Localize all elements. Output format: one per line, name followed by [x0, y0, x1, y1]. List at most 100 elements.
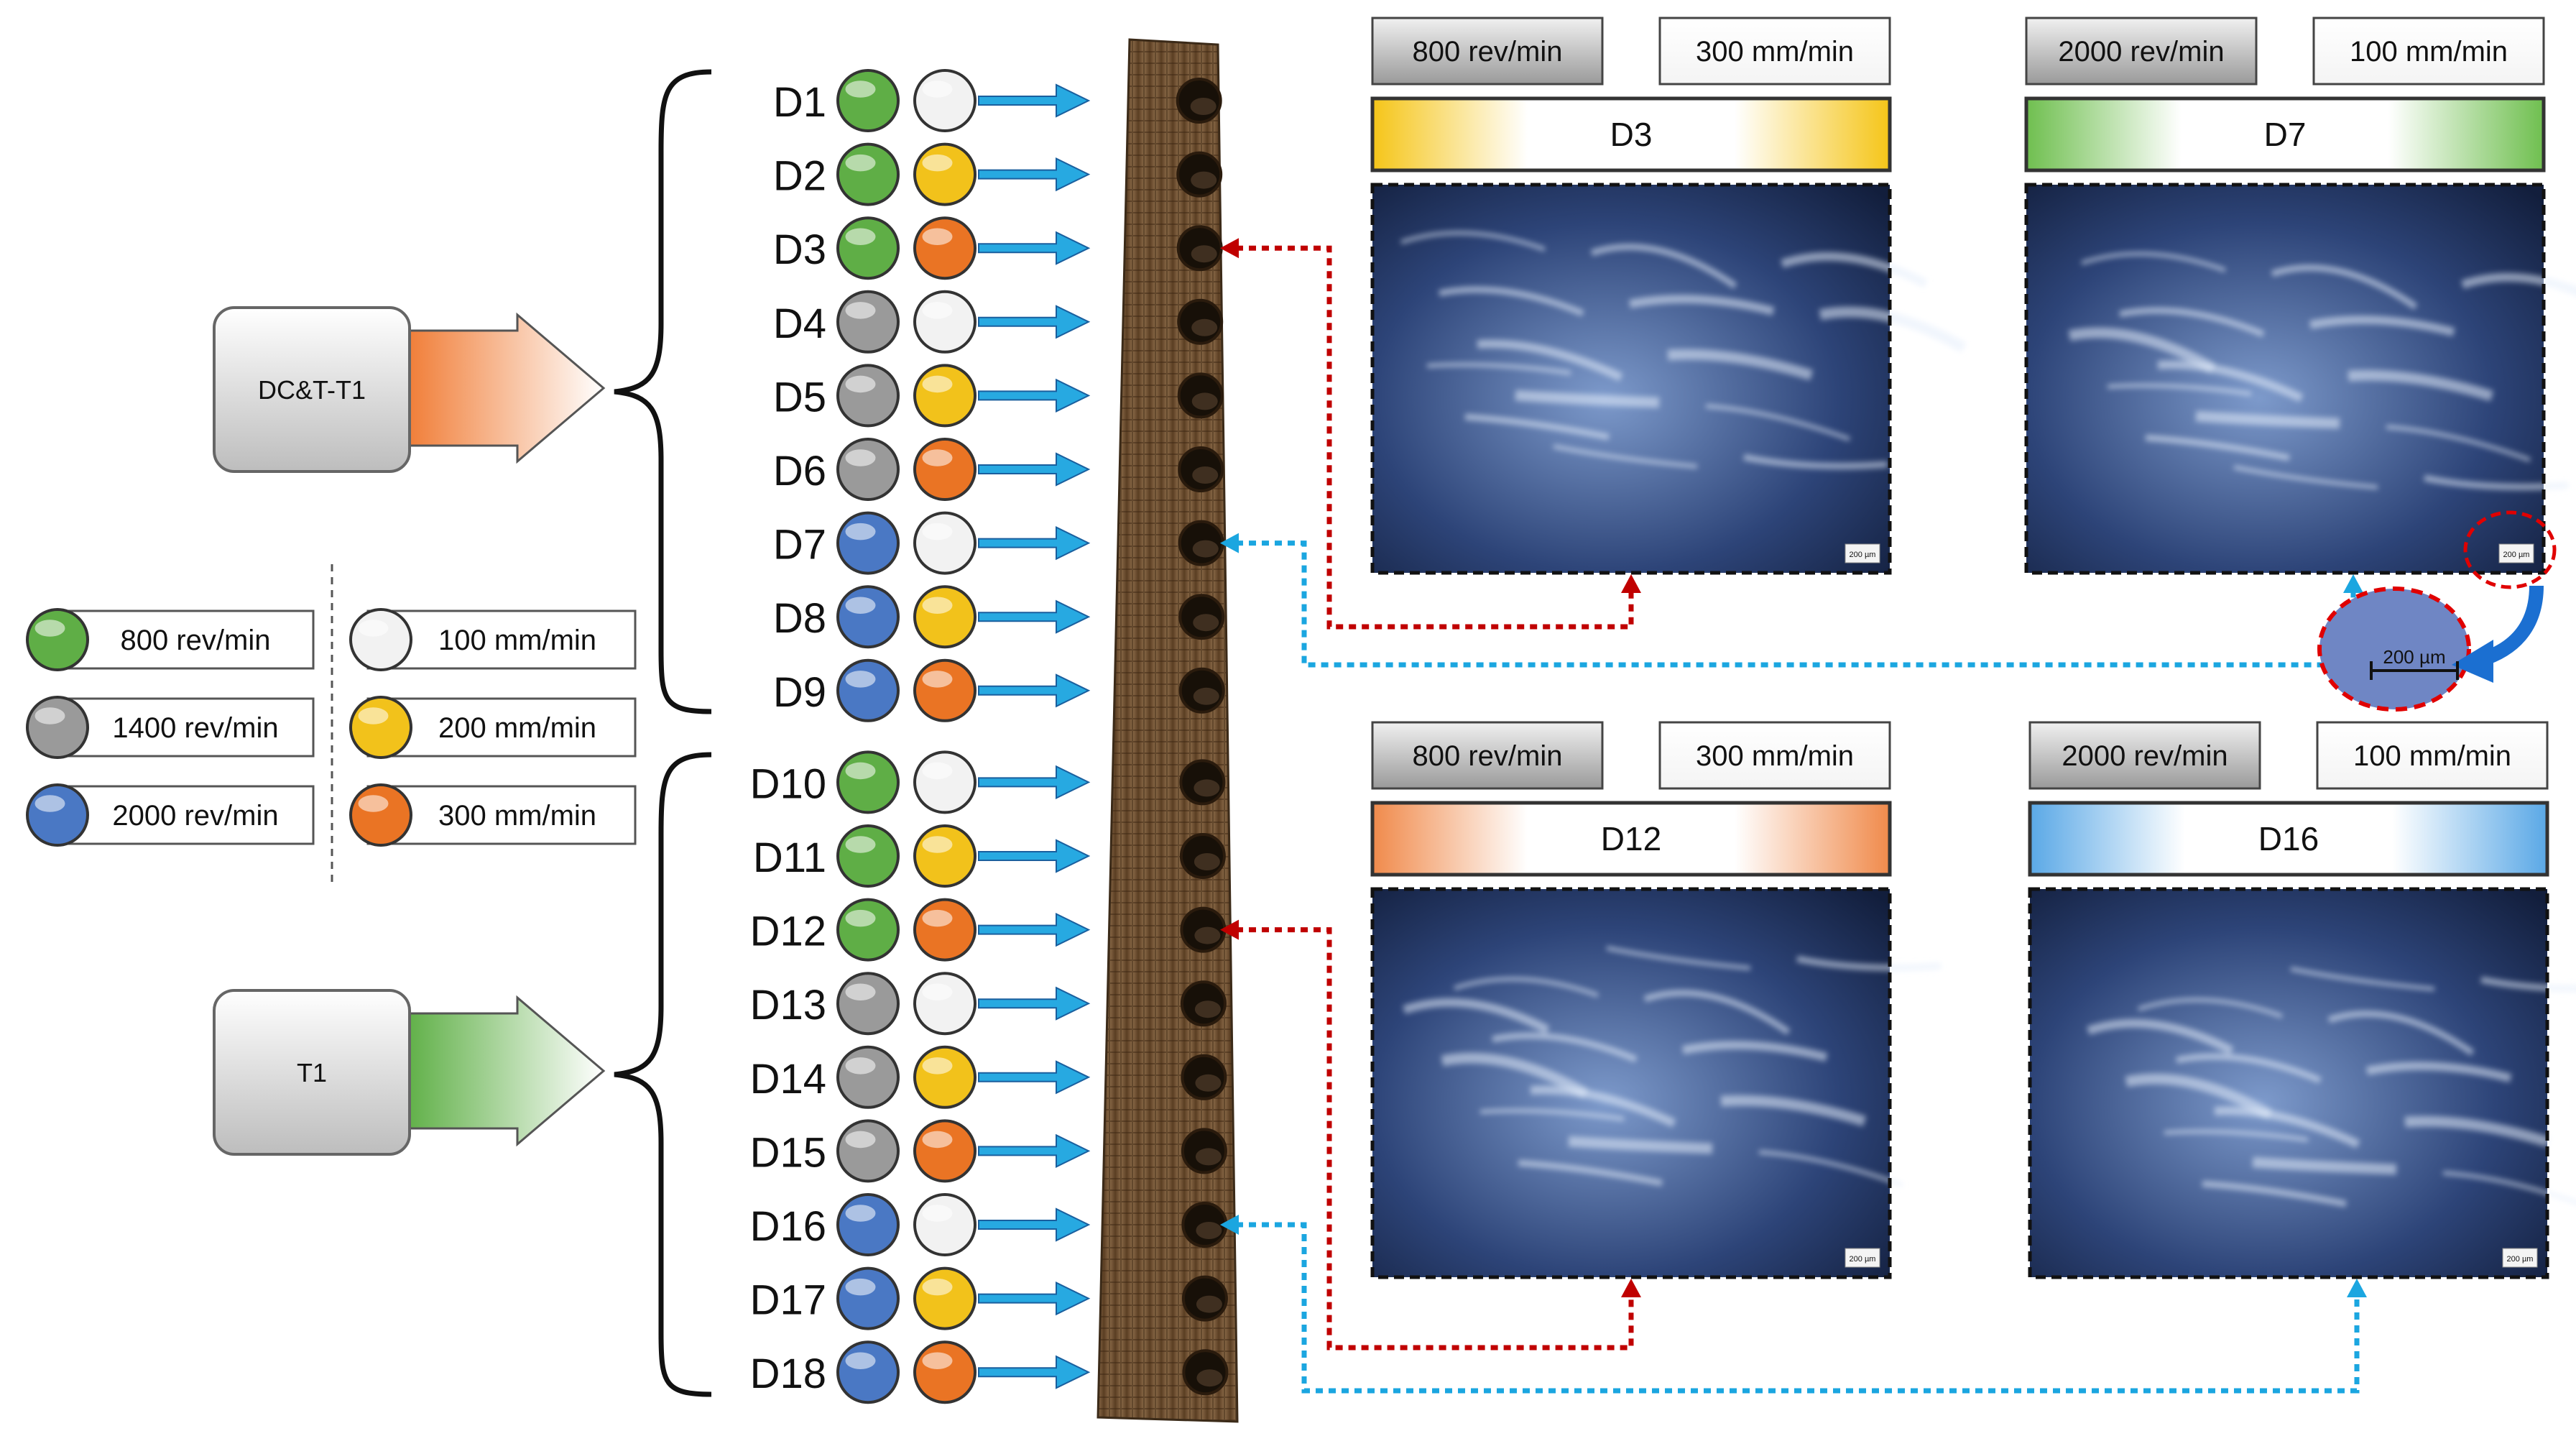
panel-title-bar: [1370, 96, 1892, 172]
hole-label: D10: [750, 760, 826, 807]
hole-arrow: [978, 378, 1091, 413]
hole-label: D18: [750, 1351, 826, 1397]
hole-row: D1: [773, 69, 1091, 132]
hole-row: D7: [773, 511, 1091, 575]
group-label: DC&T-T1: [258, 375, 366, 405]
legend-feed-label: 300 mm/min: [438, 800, 596, 832]
feed-ball: [913, 658, 977, 722]
speed-ball: [836, 1045, 900, 1109]
speed-ball: [836, 364, 900, 428]
panel-title-bar: [1370, 801, 1892, 877]
hole-row: D10: [750, 750, 1091, 814]
group-box: [213, 989, 411, 1156]
hole-label: D12: [750, 908, 826, 955]
hole-row: D3: [773, 216, 1091, 280]
legend-speed-label: 1400 rev/min: [112, 712, 278, 744]
zoom-arrow-head: [2452, 640, 2493, 683]
hole-arrow: [978, 1355, 1091, 1389]
hole-label: D2: [773, 153, 826, 200]
speed-ball: [836, 69, 900, 132]
hole-arrow: [978, 1281, 1091, 1316]
feed-ball: [913, 1119, 977, 1183]
composite-strip: [1097, 38, 1239, 1423]
panel-speed-label: 800 rev/min: [1413, 36, 1563, 68]
micrograph-image: [1372, 185, 1890, 573]
zoom-circle: [2317, 586, 2471, 712]
hole-row: D17: [750, 1266, 1091, 1330]
legend-feed-item: 100 mm/min: [349, 608, 637, 671]
zoom-source-circle: [2463, 510, 2557, 589]
hole-arrow: [978, 765, 1091, 800]
brace-top: [614, 69, 712, 714]
drill-holes: [1176, 78, 1229, 1396]
hole-row: D6: [773, 438, 1091, 501]
hole-label: D1: [773, 79, 826, 126]
hole-arrow: [978, 839, 1091, 873]
legend-feed-label: 200 mm/min: [438, 712, 596, 744]
legend-feed-item: 200 mm/min: [349, 696, 637, 759]
connector-D16: [1220, 1215, 2367, 1394]
connector-D12: [1220, 919, 1641, 1351]
hole-arrow: [978, 452, 1091, 487]
speed-ball: [836, 658, 900, 722]
hole-label: D5: [773, 374, 826, 420]
hole-row: D13: [750, 972, 1091, 1036]
hole-label: D9: [773, 669, 826, 716]
hole-row: D4: [773, 290, 1091, 354]
feed-ball: [913, 750, 977, 814]
group-dcnt-t1: DC&T-T1: [213, 306, 606, 473]
hole-row: D9: [773, 658, 1091, 722]
hole-label: D14: [750, 1056, 826, 1103]
hole-label: D3: [773, 226, 826, 273]
speed-ball: [836, 511, 900, 575]
legend-speed-swatch: [26, 783, 89, 847]
hole-arrow: [978, 525, 1091, 561]
group-label: T1: [297, 1058, 327, 1087]
hole-label: D17: [750, 1277, 826, 1324]
feed-ball: [913, 1045, 977, 1109]
feed-ball: [913, 824, 977, 888]
panel-title: D12: [1601, 820, 1661, 857]
hole-arrow: [978, 912, 1091, 947]
hole-row: D14: [750, 1045, 1091, 1109]
scale-zoom-callout: 200 µm: [2317, 510, 2557, 712]
legend-speed-item: 800 rev/min: [26, 608, 315, 671]
feed-ball: [913, 511, 977, 575]
speed-ball: [836, 898, 900, 962]
panel-speed-label: 800 rev/min: [1413, 740, 1563, 772]
hole-arrow: [978, 1133, 1091, 1169]
group-arrow: [401, 995, 606, 1147]
hole-row: D16: [750, 1193, 1091, 1256]
hole-label: D7: [773, 522, 826, 569]
speed-ball: [836, 1340, 900, 1404]
legend-feed-swatch: [349, 608, 412, 671]
hole-arrow: [978, 231, 1091, 265]
hole-row: D18: [750, 1340, 1091, 1404]
connector-D3: [1220, 238, 1641, 630]
speed-ball: [836, 1193, 900, 1256]
hole-row: D5: [773, 364, 1091, 428]
speed-ball: [836, 750, 900, 814]
hole-arrow: [978, 305, 1091, 339]
panel-title-bar: [2024, 96, 2546, 172]
hole-arrow: [978, 599, 1091, 634]
feed-ball: [913, 438, 977, 501]
hole-label: D16: [750, 1203, 826, 1250]
panel-title: D16: [2258, 820, 2319, 857]
hole-label: D15: [750, 1129, 826, 1176]
hole-arrow: [978, 986, 1091, 1021]
speed-ball: [836, 438, 900, 501]
hole-row: D8: [773, 585, 1091, 649]
speed-ball: [836, 1119, 900, 1183]
hole-label: D6: [773, 448, 826, 494]
legend-feed-label: 100 mm/min: [438, 625, 596, 656]
panel-title-bar: [2028, 801, 2549, 877]
speed-ball: [836, 972, 900, 1036]
panel-title: D3: [1610, 116, 1653, 153]
panel-scale-label: 200 µm: [1850, 551, 1876, 559]
panel-feed-label: 300 mm/min: [1696, 36, 1854, 68]
